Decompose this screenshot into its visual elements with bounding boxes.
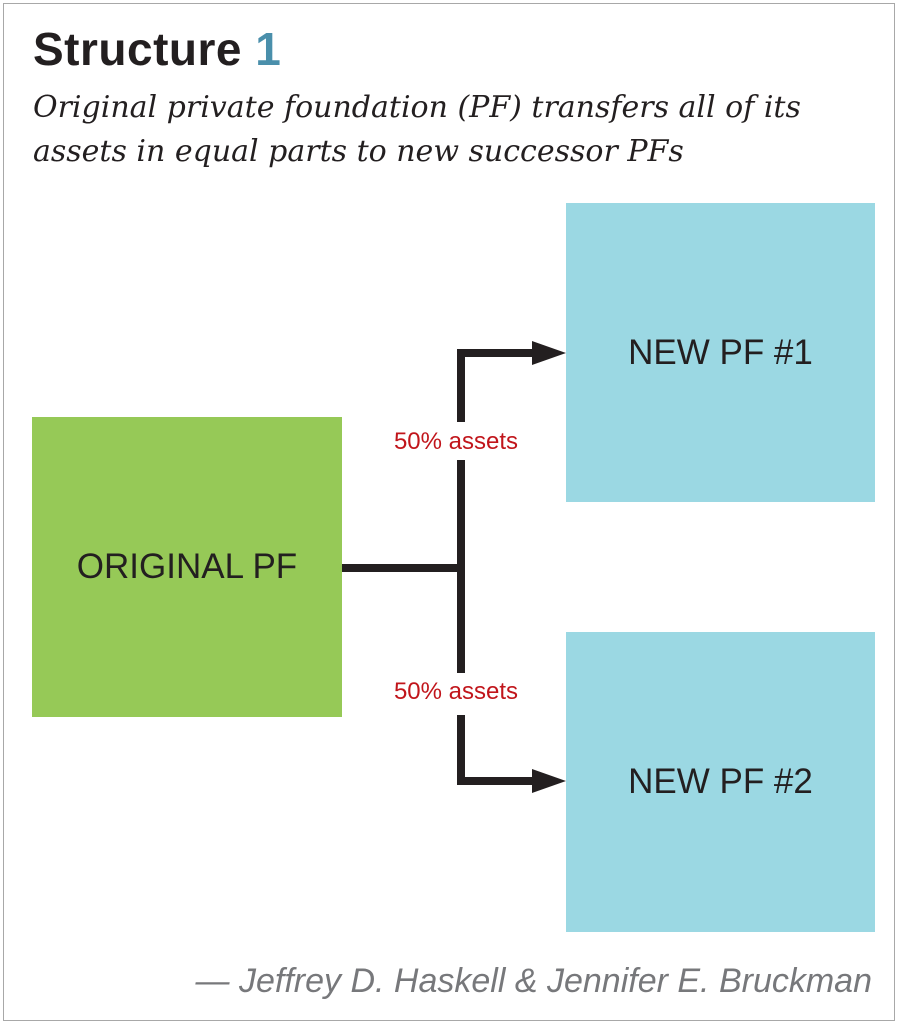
node-label: NEW PF #1: [628, 332, 813, 372]
arrowhead-upper-icon: [532, 341, 566, 365]
node-new-pf-2: NEW PF #2: [566, 632, 875, 932]
branch-line-lower: [457, 715, 538, 785]
node-original-pf: ORIGINAL PF: [32, 417, 342, 717]
node-label: ORIGINAL PF: [76, 547, 298, 586]
node-label: NEW PF #2: [628, 762, 813, 801]
attribution: — Jeffrey D. Haskell & Jennifer E. Bruck…: [195, 962, 872, 1000]
figure-frame: [3, 3, 895, 1021]
node-new-pf-1: NEW PF #1: [566, 203, 875, 502]
figure-title: Structure 1: [33, 22, 281, 76]
title-text: Structure: [33, 23, 242, 75]
edge-label-lower: 50% assets: [393, 678, 519, 705]
figure-subtitle: Original private foundation (PF) transfe…: [33, 90, 801, 169]
edge-label-upper: 50% assets: [393, 428, 519, 455]
arrowhead-lower-icon: [532, 769, 566, 793]
title-number: 1: [255, 23, 282, 75]
branch-line-upper: [457, 349, 538, 422]
